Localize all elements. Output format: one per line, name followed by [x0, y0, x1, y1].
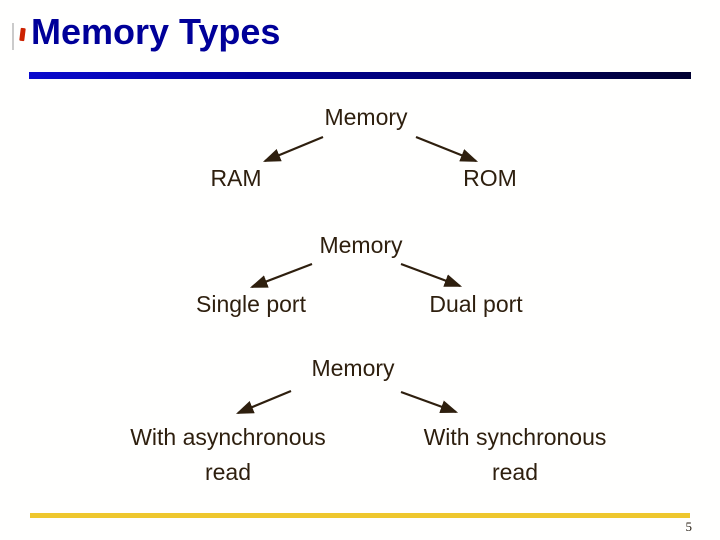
title-underline-rule — [29, 72, 691, 79]
left-edge-artifact — [12, 23, 14, 50]
tree-1-left-leaf: Single port — [196, 291, 306, 317]
tree-2-left-leaf: With asynchronous read — [130, 424, 326, 485]
arrow-down-right-icon — [400, 390, 459, 414]
arrow-down-left-icon — [262, 135, 324, 163]
tree-2-right-leaf: With synchronous read — [423, 424, 607, 485]
arrow-down-right-icon — [415, 135, 479, 163]
tree-0-right-leaf: ROM — [463, 165, 517, 191]
tree-0-left-leaf: RAM — [210, 165, 262, 191]
tree-1-root-label: Memory — [319, 232, 403, 258]
page-number: 5 — [685, 519, 693, 534]
page-title: Memory Types — [31, 11, 281, 52]
arrow-down-left-icon — [249, 262, 313, 289]
tree-0-root-label: Memory — [324, 104, 408, 130]
red-artifact-mark — [19, 27, 26, 42]
arrow-down-right-icon — [400, 262, 463, 288]
bottom-rule — [30, 513, 690, 518]
arrow-down-left-icon — [235, 389, 292, 415]
tree-1-right-leaf: Dual port — [429, 291, 523, 317]
tree-2-root-label: Memory — [311, 355, 395, 381]
